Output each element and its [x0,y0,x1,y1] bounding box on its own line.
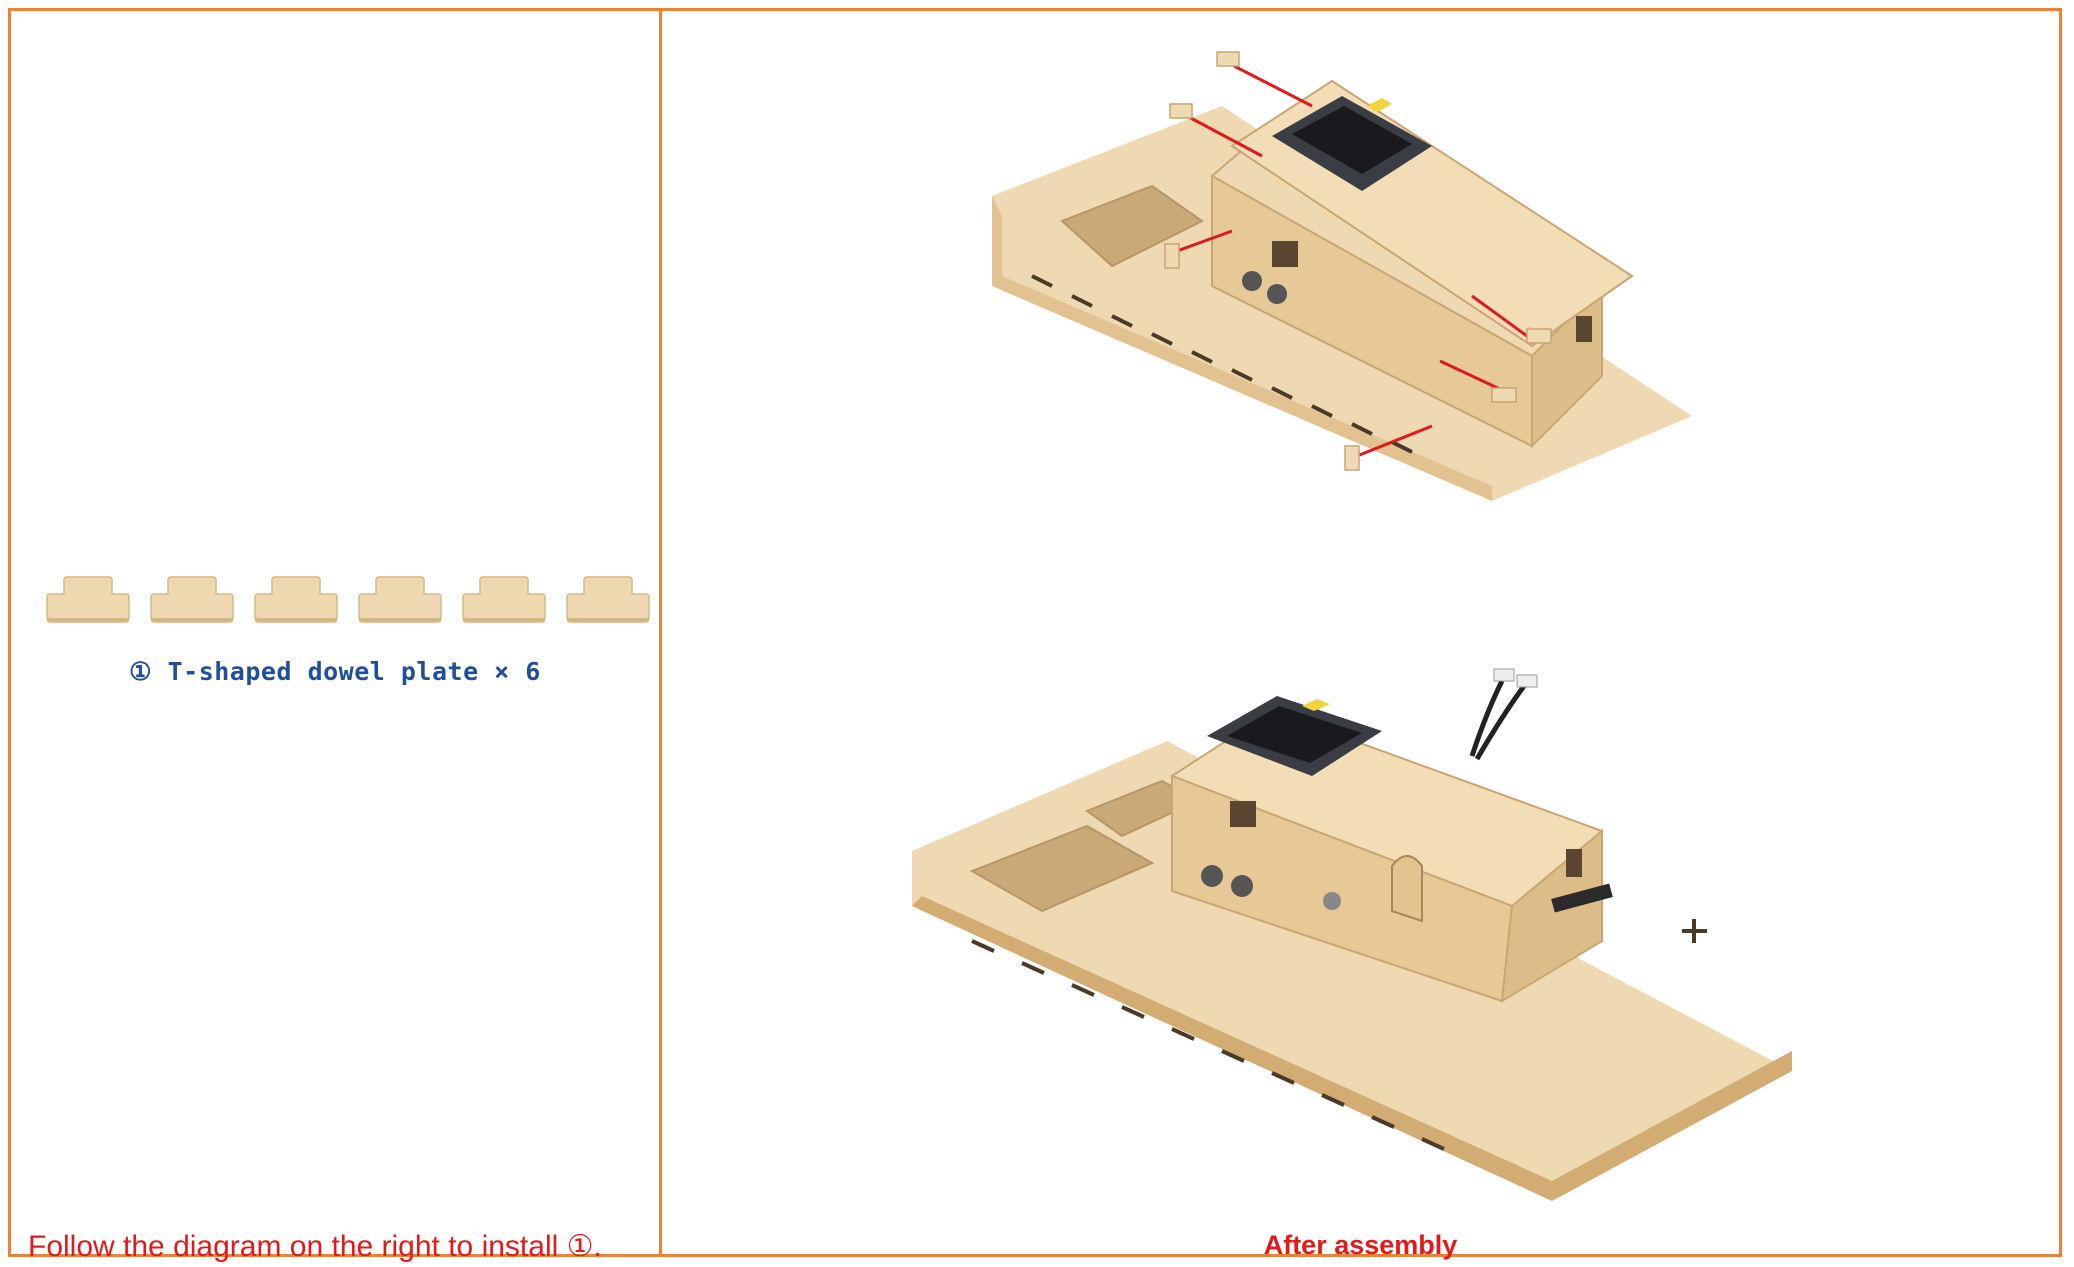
t-shaped-dowel-plate-icon [566,576,650,623]
assembly-panel: After assembly [662,11,2059,1260]
t-shaped-dowel-plate-icon [46,576,130,623]
parts-panel: ① T-shaped dowel plate × 6 Follow the di… [11,11,659,1263]
exploded-house-model-illustration [992,51,1692,501]
after-assembly-label: After assembly [1263,1230,1458,1260]
t-shaped-dowel-plate-icon [358,576,442,623]
panel-divider [659,8,662,1257]
install-instruction: Follow the diagram on the right to insta… [28,1230,602,1263]
t-shaped-dowel-plate-icon [462,576,546,623]
outer-frame [8,8,2062,1257]
assembled-house-model-illustration [912,668,1792,1201]
t-shaped-dowel-plate-icon [150,576,234,623]
t-shaped-dowel-plate-icon [254,576,338,623]
part-caption: ① T-shaped dowel plate × 6 [129,657,541,686]
parts-row [36,576,656,636]
